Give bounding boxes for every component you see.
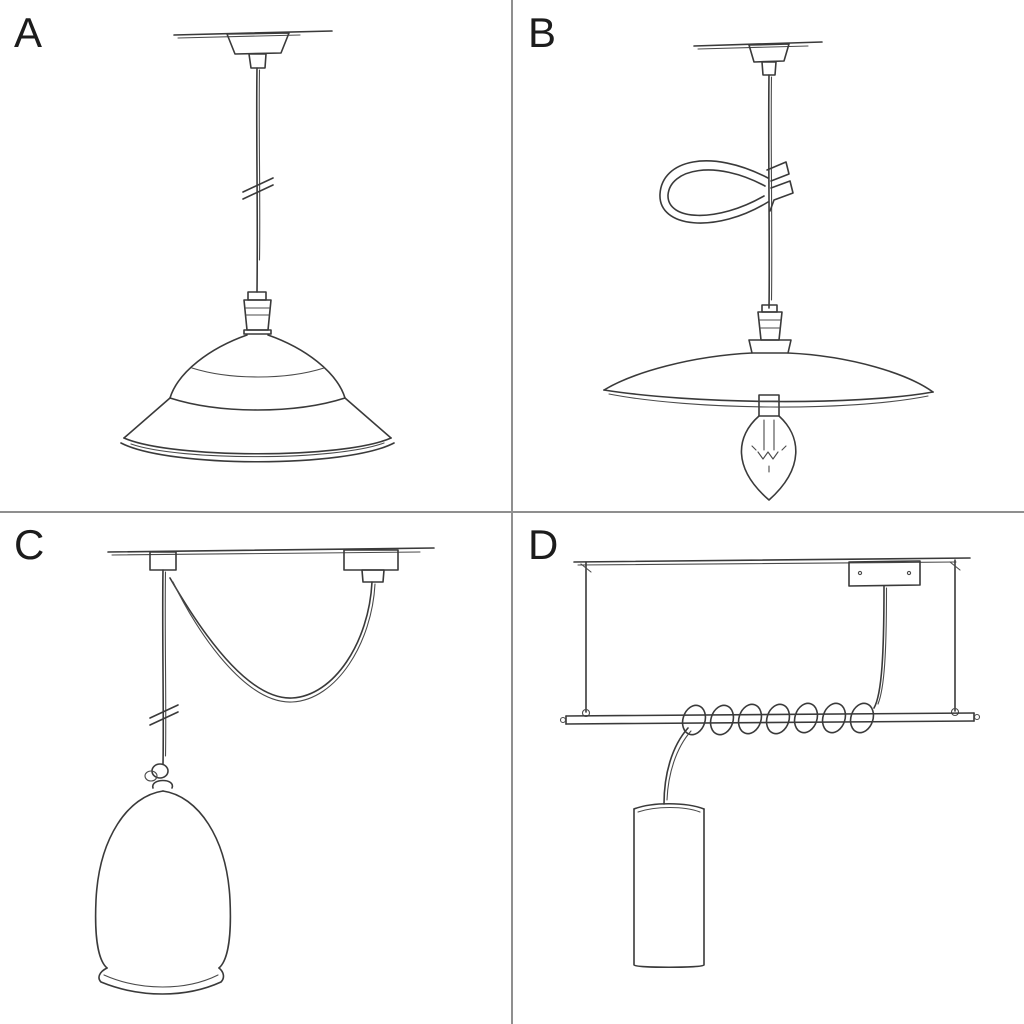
panel-label-c: C: [14, 521, 46, 568]
ceiling-rose: [748, 43, 790, 76]
ceiling-rose: [343, 549, 399, 583]
drop-cable: [161, 569, 167, 765]
ceiling-rose: [226, 32, 290, 69]
sketch-swag-pendant: [94, 547, 435, 995]
cable-knot: [144, 763, 174, 789]
cable-cleat: [766, 161, 794, 212]
cable-loop: [659, 160, 769, 224]
pendant-cable: [255, 67, 261, 293]
lamp-socket: [243, 291, 272, 335]
horizontal-bar: [559, 712, 981, 725]
panel-label-d: D: [528, 521, 560, 568]
wrapped-cable-coils: [681, 702, 875, 736]
light-bulb: [740, 394, 797, 501]
ceiling-line: [573, 557, 971, 566]
ceiling-hook: [149, 551, 177, 571]
suspension-wire-right: [949, 559, 961, 717]
lamp-socket: [748, 304, 792, 354]
bowl-lampshade: [120, 334, 395, 463]
pendant-cable: [873, 585, 888, 709]
suspension-wire-left: [580, 561, 592, 718]
horizontal-divider: [0, 511, 1024, 513]
panel-label-b: B: [528, 9, 558, 56]
pendant-cable: [767, 74, 773, 309]
sketch-plate-pendant: [603, 41, 934, 501]
flat-plate-lampshade: [603, 352, 934, 408]
swag-cable: [169, 577, 376, 703]
sketch-bowl-pendant: [120, 30, 395, 463]
cable-shortener-mark: [149, 704, 179, 726]
cylinder-lampshade: [633, 803, 705, 969]
drop-cable: [663, 727, 692, 805]
cable-shortener-mark: [242, 177, 274, 200]
panel-label-a: A: [14, 9, 44, 56]
ceiling-line: [173, 30, 333, 39]
ceiling-rose: [848, 560, 921, 587]
bell-lampshade: [94, 790, 232, 995]
sketch-bar-pendant: [559, 557, 981, 969]
